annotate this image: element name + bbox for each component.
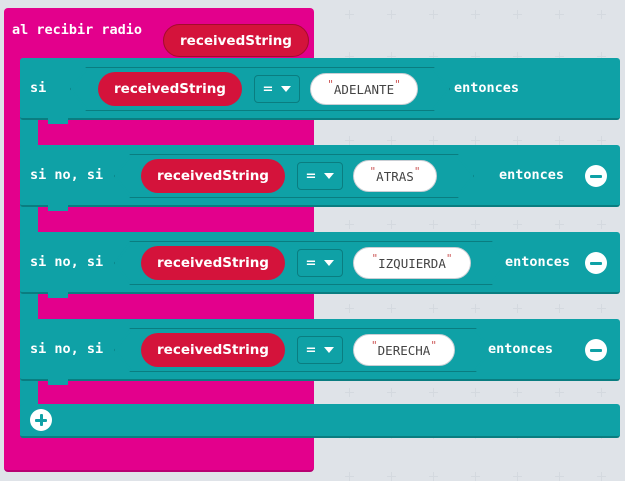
else-if-label: si no, si: [30, 167, 104, 183]
grid-cross: [597, 304, 606, 313]
grid-cross: [513, 52, 522, 61]
grid-cross: [513, 304, 522, 313]
then-label: entonces: [499, 167, 565, 183]
grid-cross: [597, 136, 606, 145]
grid-cross: [471, 388, 480, 397]
else-if-branch-row[interactable]: si no, si receivedString = "ATRAS" enton…: [20, 145, 620, 207]
grid-cross: [429, 10, 438, 19]
grid-cross: [555, 52, 564, 61]
statement-notch: [48, 379, 68, 385]
grid-cross: [555, 136, 564, 145]
string-value: DERECHA: [377, 342, 431, 358]
grid-cross: [555, 304, 564, 313]
operator-dropdown[interactable]: =: [297, 336, 343, 364]
grid-cross: [513, 220, 522, 229]
operator-label: =: [305, 255, 317, 271]
else-if-label: si no, si: [30, 341, 104, 357]
string-value: ATRAS: [376, 168, 414, 184]
then-label: entonces: [505, 254, 571, 270]
if-else-block[interactable]: si receivedString = "ADELANTE" entonces …: [20, 58, 620, 438]
operator-dropdown[interactable]: =: [297, 162, 343, 190]
grid-cross: [429, 304, 438, 313]
minus-circle-icon[interactable]: [585, 252, 607, 274]
grid-cross: [597, 10, 606, 19]
grid-cross: [471, 136, 480, 145]
operator-label: =: [305, 342, 317, 358]
grid-cross: [387, 388, 396, 397]
operator-label: =: [262, 81, 274, 97]
grid-cross: [387, 52, 396, 61]
grid-cross: [429, 136, 438, 145]
grid-cross: [471, 52, 480, 61]
caret-down-icon: [281, 86, 292, 92]
grid-cross: [387, 304, 396, 313]
grid-cross: [429, 52, 438, 61]
operator-dropdown[interactable]: =: [297, 249, 343, 277]
minus-circle-icon[interactable]: [585, 339, 607, 361]
variable-received-string[interactable]: receivedString: [141, 159, 285, 193]
statement-notch: [48, 118, 68, 124]
grid-cross: [345, 52, 354, 61]
grid-cross: [345, 304, 354, 313]
grid-cross: [387, 136, 396, 145]
if-branch-row[interactable]: si receivedString = "ADELANTE" entonces: [20, 58, 620, 120]
string-value: IZQUIERDA: [378, 255, 446, 271]
grid-cross: [387, 220, 396, 229]
caret-down-icon: [324, 347, 335, 353]
grid-cross: [597, 388, 606, 397]
event-label: al recibir radio: [12, 22, 143, 38]
variable-received-string[interactable]: receivedString: [141, 333, 285, 367]
grid-cross: [429, 220, 438, 229]
event-header: al recibir radio receivedString: [4, 8, 314, 60]
if-block-footer: [20, 404, 620, 438]
grid-cross: [597, 52, 606, 61]
grid-cross: [429, 388, 438, 397]
grid-cross: [597, 220, 606, 229]
event-param-received-string[interactable]: receivedString: [163, 24, 309, 57]
grid-cross: [513, 136, 522, 145]
caret-down-icon: [324, 173, 335, 179]
grid-cross: [513, 388, 522, 397]
minus-circle-icon[interactable]: [585, 165, 607, 187]
string-literal[interactable]: "ADELANTE": [310, 73, 418, 105]
caret-down-icon: [324, 260, 335, 266]
operator-label: =: [305, 168, 317, 184]
statement-notch: [48, 205, 68, 211]
grid-cross: [555, 220, 564, 229]
plus-circle-icon[interactable]: [30, 409, 52, 431]
variable-received-string[interactable]: receivedString: [141, 246, 285, 280]
string-value: ADELANTE: [333, 81, 395, 97]
grid-cross: [345, 388, 354, 397]
grid-cross: [471, 10, 480, 19]
else-if-branch-row[interactable]: si no, si receivedString = "IZQUIERDA" e…: [20, 232, 620, 294]
grid-cross: [471, 304, 480, 313]
else-if-branch-row[interactable]: si no, si receivedString = "DERECHA" ent…: [20, 319, 620, 381]
grid-cross: [345, 10, 354, 19]
then-label: entonces: [488, 341, 554, 357]
statement-notch: [48, 292, 68, 298]
grid-cross: [513, 10, 522, 19]
variable-received-string[interactable]: receivedString: [98, 72, 242, 106]
operator-dropdown[interactable]: =: [254, 75, 300, 103]
else-if-label: si no, si: [30, 254, 104, 270]
grid-cross: [471, 220, 480, 229]
then-label: entonces: [454, 80, 520, 96]
grid-cross: [555, 10, 564, 19]
grid-cross: [345, 136, 354, 145]
string-literal[interactable]: "DERECHA": [353, 334, 455, 366]
grid-cross: [345, 220, 354, 229]
string-literal[interactable]: "IZQUIERDA": [353, 247, 471, 279]
string-literal[interactable]: "ATRAS": [353, 160, 437, 192]
grid-cross: [555, 388, 564, 397]
grid-cross: [387, 10, 396, 19]
if-label: si: [30, 80, 47, 96]
